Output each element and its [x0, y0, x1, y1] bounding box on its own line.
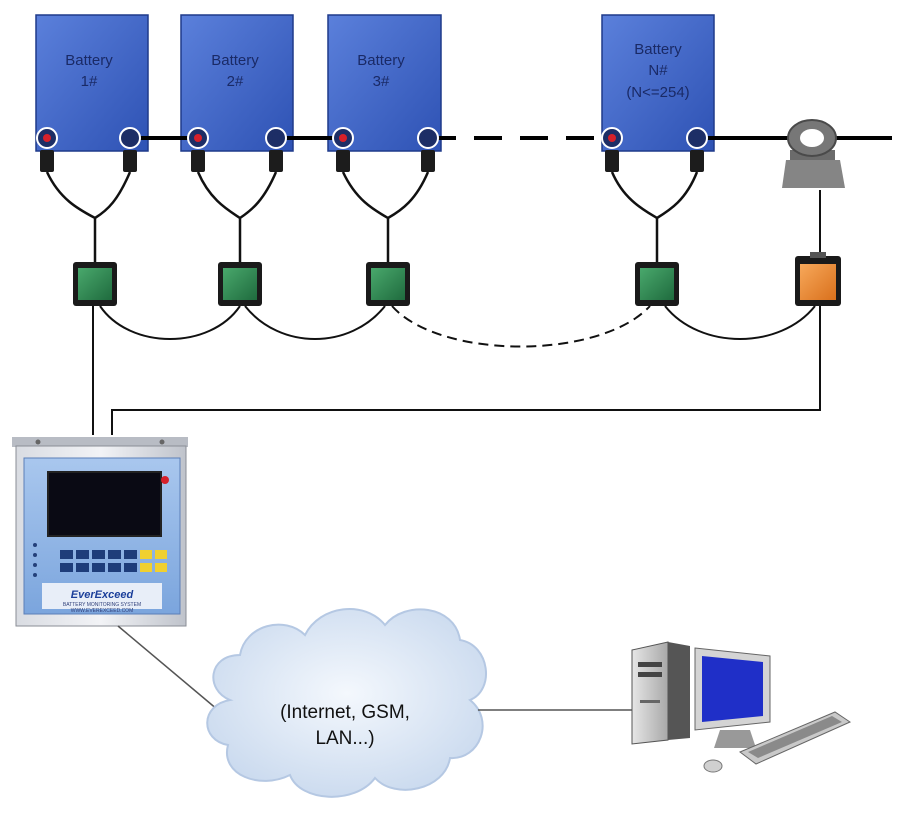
battery-1-label-line1: Battery — [65, 52, 113, 69]
host-subtitle-2: WWW.EVEREXCEED.COM — [71, 608, 134, 614]
battery-n-label-line2: N# — [648, 62, 668, 79]
sense-wires — [45, 171, 699, 262]
terminal-positive-icon — [36, 127, 58, 149]
host-brand: EverExceed — [71, 589, 134, 601]
host-monitor: EverExceed BATTERY MONITORING SYSTEM WWW… — [12, 437, 188, 627]
terminal-negative-icon — [119, 127, 141, 149]
voltage-module-3 — [366, 262, 410, 306]
terminal-negative-icon — [265, 127, 287, 149]
battery-2-label-line2: 2# — [227, 73, 244, 90]
battery-n-label-line1: Battery — [634, 41, 682, 58]
battery-3-label-line1: Battery — [357, 52, 405, 69]
hall-current-sensor-icon — [782, 119, 845, 188]
module-chain — [99, 305, 816, 348]
host-subtitle: BATTERY MONITORING SYSTEM — [63, 602, 141, 608]
battery-n-label-line3: (N<=254) — [626, 84, 689, 101]
terminal-positive-icon — [332, 127, 354, 149]
computer-icon — [631, 641, 852, 773]
terminals — [36, 127, 708, 149]
battery-2-label-line1: Battery — [211, 52, 259, 69]
network-label-line2: LAN...) — [315, 728, 374, 749]
network-cloud: (Internet, GSM, LAN...) — [206, 608, 487, 798]
voltage-module-n — [635, 262, 679, 306]
battery-1-label-line2: 1# — [81, 73, 98, 90]
battery-1: Battery 1# — [35, 14, 149, 152]
voltage-module-1 — [73, 262, 117, 306]
terminal-negative-icon — [417, 127, 439, 149]
host-network-link — [117, 625, 219, 711]
battery-n: Battery N# (N<=254) — [601, 14, 715, 152]
terminal-positive-icon — [601, 127, 623, 149]
battery-icon — [601, 14, 715, 152]
cloud-icon — [206, 608, 487, 798]
sense-clamps — [40, 150, 704, 172]
battery-3-label-line2: 3# — [373, 73, 390, 90]
host-bus — [92, 306, 821, 435]
current-module — [795, 252, 841, 306]
terminal-positive-icon — [187, 127, 209, 149]
voltage-module-2 — [218, 262, 262, 306]
host-monitor-icon — [12, 437, 188, 627]
network-label-line1: (Internet, GSM, — [280, 702, 410, 723]
terminal-negative-icon — [686, 127, 708, 149]
